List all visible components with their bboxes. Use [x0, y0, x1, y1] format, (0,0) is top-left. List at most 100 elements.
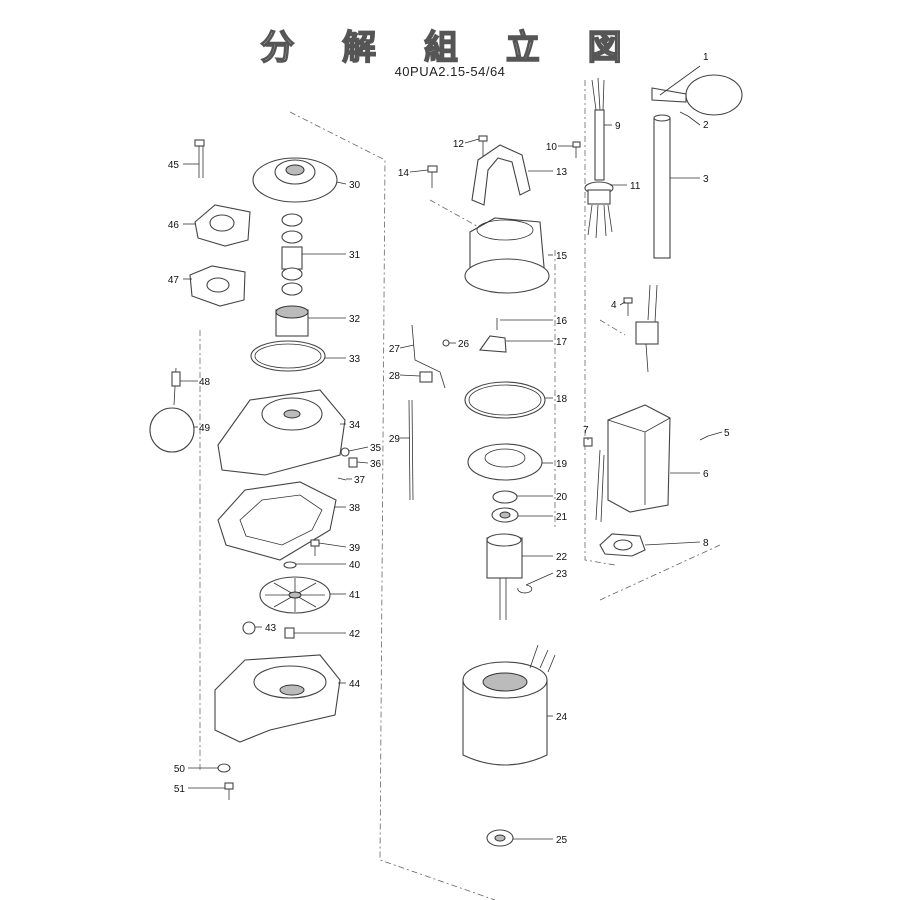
- model-number: 40PUA2.15-54/64: [394, 64, 506, 79]
- part-label-38: 38: [349, 503, 361, 514]
- part-label-40: 40: [349, 560, 361, 571]
- part-label-44: 44: [349, 679, 361, 690]
- part-13-handle: [471, 144, 531, 206]
- leader-line-30: [336, 181, 347, 185]
- leader-line-36: [356, 461, 369, 464]
- leader-line-35: [348, 446, 369, 452]
- part-2-screw: [679, 111, 689, 117]
- part-label-8: 8: [703, 538, 709, 549]
- leader-line-27: [399, 344, 415, 349]
- leader-line-2: [687, 115, 701, 126]
- part-label-46: 46: [168, 220, 180, 231]
- part-48-49-float-switch: [149, 367, 195, 453]
- leader-line-28: [399, 374, 421, 377]
- part-12-bolt: [478, 135, 488, 158]
- leader-line-12: [464, 138, 480, 144]
- part-label-4: 4: [611, 300, 617, 311]
- part-50-51-nut-bolt: [217, 763, 234, 800]
- part-26-27-28-lead-clip: [411, 324, 450, 389]
- part-1-float-switch: [651, 74, 743, 116]
- leader-line-5: [707, 431, 723, 437]
- part-16-17-thermal-protector: [478, 318, 507, 353]
- part-label-10: 10: [546, 142, 558, 153]
- leader-line-1: [659, 65, 701, 96]
- part-label-48: 48: [199, 377, 211, 388]
- part-label-28: 28: [389, 371, 401, 382]
- part-label-34: 34: [349, 420, 361, 431]
- part-10-screw: [572, 141, 581, 158]
- part-6-control-unit: [595, 404, 671, 523]
- part-30-pump-cover: [252, 157, 338, 203]
- part-label-14: 14: [398, 168, 410, 179]
- part-label-30: 30: [349, 180, 361, 191]
- part-label-17: 17: [556, 337, 568, 348]
- part-3-float-rod: [653, 114, 671, 259]
- part-24-stator: [462, 644, 556, 766]
- part-38-gasket: [217, 481, 337, 561]
- part-label-22: 22: [556, 552, 568, 563]
- part-45-bolt: [194, 139, 205, 178]
- part-label-9: 9: [615, 121, 621, 132]
- part-label-32: 32: [349, 314, 361, 325]
- part-label-49: 49: [199, 423, 211, 434]
- part-label-39: 39: [349, 543, 361, 554]
- part-label-15: 15: [556, 251, 568, 262]
- part-29-through-bolt: [408, 399, 414, 501]
- part-label-43: 43: [265, 623, 277, 634]
- part-label-31: 31: [349, 250, 361, 261]
- leader-line-4: [619, 301, 626, 306]
- part-label-26: 26: [458, 339, 470, 350]
- part-label-41: 41: [349, 590, 361, 601]
- part-32-seal-housing: [275, 305, 309, 337]
- part-label-11: 11: [630, 181, 641, 192]
- part-18-o-ring: [464, 381, 546, 419]
- leader-line-14: [409, 169, 429, 173]
- part-label-2: 2: [703, 120, 709, 131]
- part-label-23: 23: [556, 569, 568, 580]
- part-9-cable: [591, 77, 605, 181]
- part-label-20: 20: [556, 492, 568, 503]
- part-34-pump-casing: [217, 389, 346, 476]
- part-label-27: 27: [389, 344, 401, 355]
- part-label-33: 33: [349, 354, 361, 365]
- part-label-3: 3: [703, 174, 709, 185]
- part-label-6: 6: [703, 469, 709, 480]
- part-label-51: 51: [174, 784, 186, 795]
- part-label-42: 42: [349, 629, 361, 640]
- part-23-snap-ring: [517, 584, 533, 594]
- part-labels: 1234567891011121314151617181920212223242…: [168, 52, 730, 846]
- part-44-base-casing: [214, 654, 341, 743]
- part-label-45: 45: [168, 160, 180, 171]
- leader-line-8: [644, 541, 701, 546]
- part-label-24: 24: [556, 712, 568, 723]
- part-20-21-ring-bearing: [491, 490, 519, 523]
- part-label-13: 13: [556, 167, 568, 178]
- part-35-36-37-plugs: [337, 447, 358, 481]
- part-33-o-ring: [250, 340, 326, 372]
- part-label-18: 18: [556, 394, 568, 405]
- part-8-gasket: [599, 533, 646, 557]
- part-label-35: 35: [370, 443, 382, 454]
- part-4-float-lead-holder: [623, 284, 659, 373]
- part-label-16: 16: [556, 316, 568, 327]
- part-46-flange: [194, 204, 251, 247]
- part-label-21: 21: [556, 512, 568, 523]
- part-label-50: 50: [174, 764, 186, 775]
- part-label-29: 29: [389, 434, 401, 445]
- part-14-bolt: [427, 165, 438, 188]
- part-label-36: 36: [370, 459, 382, 470]
- part-label-47: 47: [168, 275, 180, 286]
- part-11-cable-gland: [584, 181, 614, 239]
- part-label-5: 5: [724, 428, 730, 439]
- part-label-12: 12: [453, 139, 465, 150]
- leader-line-23: [525, 572, 554, 586]
- part-15-motor-cover: [464, 217, 550, 294]
- part-22-rotor: [486, 533, 523, 620]
- diagram-title: 分 解 組 立 図: [260, 27, 640, 68]
- part-47-gasket: [189, 265, 246, 307]
- part-label-19: 19: [556, 459, 568, 470]
- part-label-25: 25: [556, 835, 568, 846]
- part-label-37: 37: [354, 475, 366, 486]
